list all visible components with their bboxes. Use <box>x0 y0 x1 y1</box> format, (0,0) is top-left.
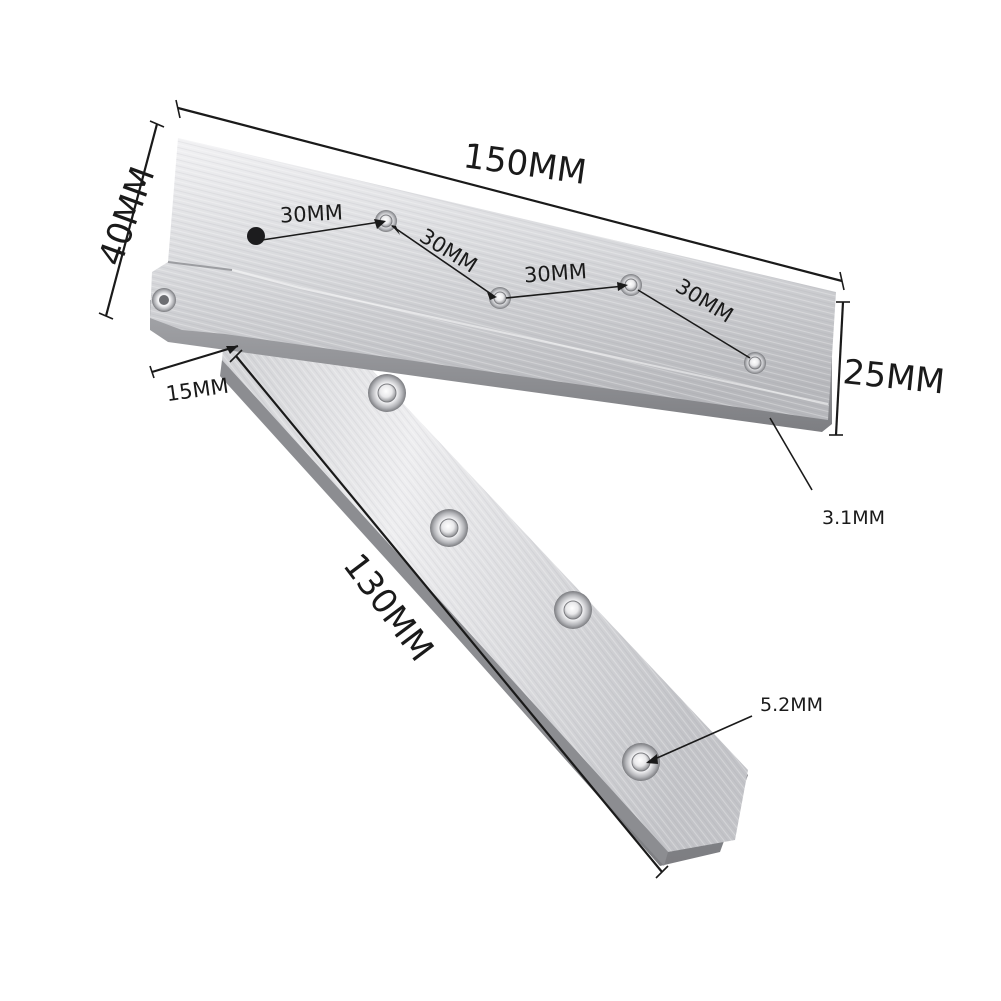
plate-hole-1 <box>247 227 265 245</box>
label-total-width: 40MM <box>91 162 163 271</box>
label-hole-spacing-1: 30MM <box>279 200 343 227</box>
dimension-15 <box>149 344 239 379</box>
label-total-length: 150MM <box>461 136 589 193</box>
label-hole-diameter: 5.2MM <box>760 694 823 716</box>
arm-hole-3 <box>430 509 468 547</box>
arm-hole-4 <box>554 591 592 629</box>
dimension-25 <box>829 301 850 436</box>
label-plate-width: 25MM <box>841 352 947 402</box>
hinge-arm <box>220 278 748 866</box>
arm-hole-5 <box>622 743 660 781</box>
hinge-top-plate <box>150 138 836 432</box>
plate-hole-3 <box>489 287 511 309</box>
hole-spacing-arrows <box>261 219 751 359</box>
dimension-40 <box>98 120 165 320</box>
pivot-pin <box>152 288 176 312</box>
label-offset: 15MM <box>164 374 230 407</box>
dimension-130 <box>229 349 669 879</box>
leader-3-1 <box>769 417 813 491</box>
arm-hole-2 <box>368 374 406 412</box>
label-thickness: 3.1MM <box>822 507 885 529</box>
plate-hole-5 <box>744 352 766 374</box>
leader-5-2 <box>646 715 753 764</box>
dimension-150 <box>175 99 845 291</box>
label-hole-spacing-3: 30MM <box>523 259 587 287</box>
